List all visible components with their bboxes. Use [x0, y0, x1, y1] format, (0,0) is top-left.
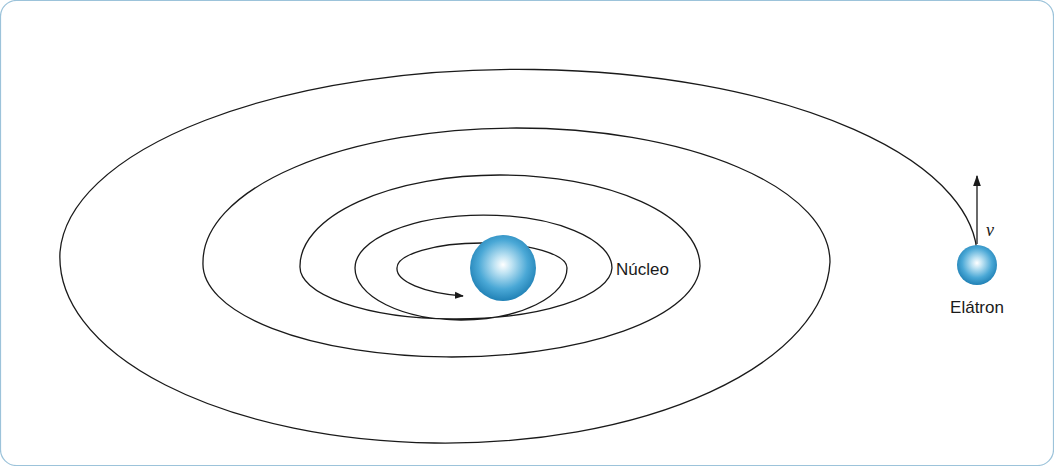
- nucleus-node: Núcleo: [470, 235, 536, 321]
- nucleus-label: Núcleo: [614, 260, 671, 280]
- velocity-symbol: v: [986, 220, 994, 241]
- electron-sphere: [957, 245, 997, 285]
- nucleus-sphere: [470, 235, 536, 301]
- electron-label: Elátron: [950, 298, 1004, 318]
- spiral-orbit: [60, 69, 977, 443]
- velocity-arrow: [976, 176, 977, 244]
- electron-node: Elátron: [957, 245, 997, 305]
